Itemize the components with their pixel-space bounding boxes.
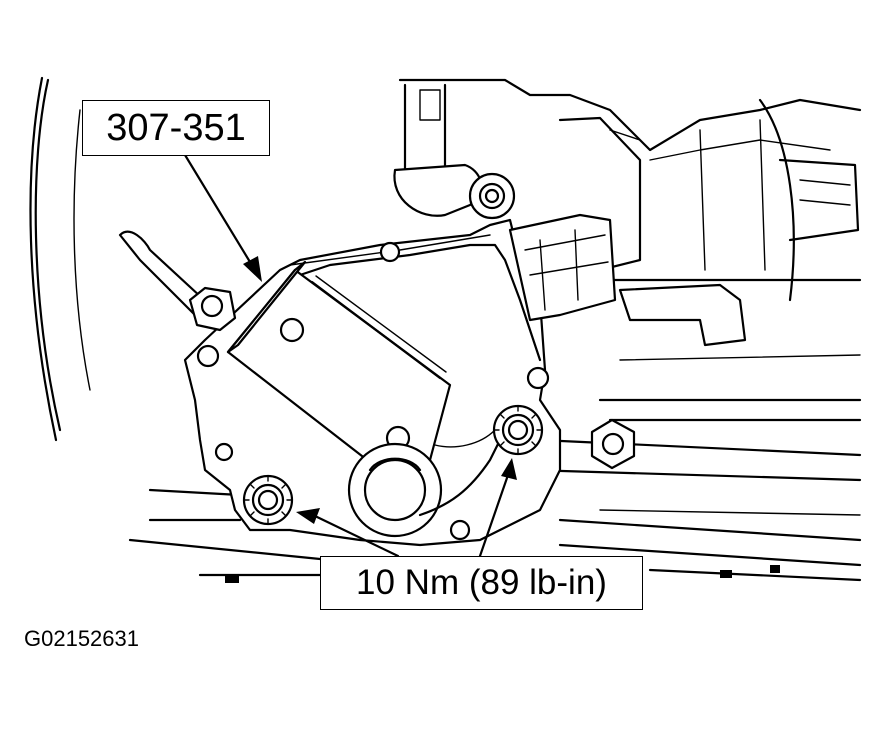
transmission-case <box>29 76 862 583</box>
leader-lines <box>183 153 517 558</box>
figure-id-label: G02152631 <box>24 626 139 651</box>
torque-spec-callout: 10 Nm (89 lb-in) <box>320 556 643 610</box>
sensor-bolt-right <box>492 404 544 456</box>
tool-number-callout: 307-351 <box>82 100 270 156</box>
sensor-bolt-left <box>242 474 294 526</box>
torque-spec-label: 10 Nm (89 lb-in) <box>356 563 607 602</box>
alignment-tool-307-351 <box>226 260 506 538</box>
tool-number-label: 307-351 <box>106 106 246 149</box>
